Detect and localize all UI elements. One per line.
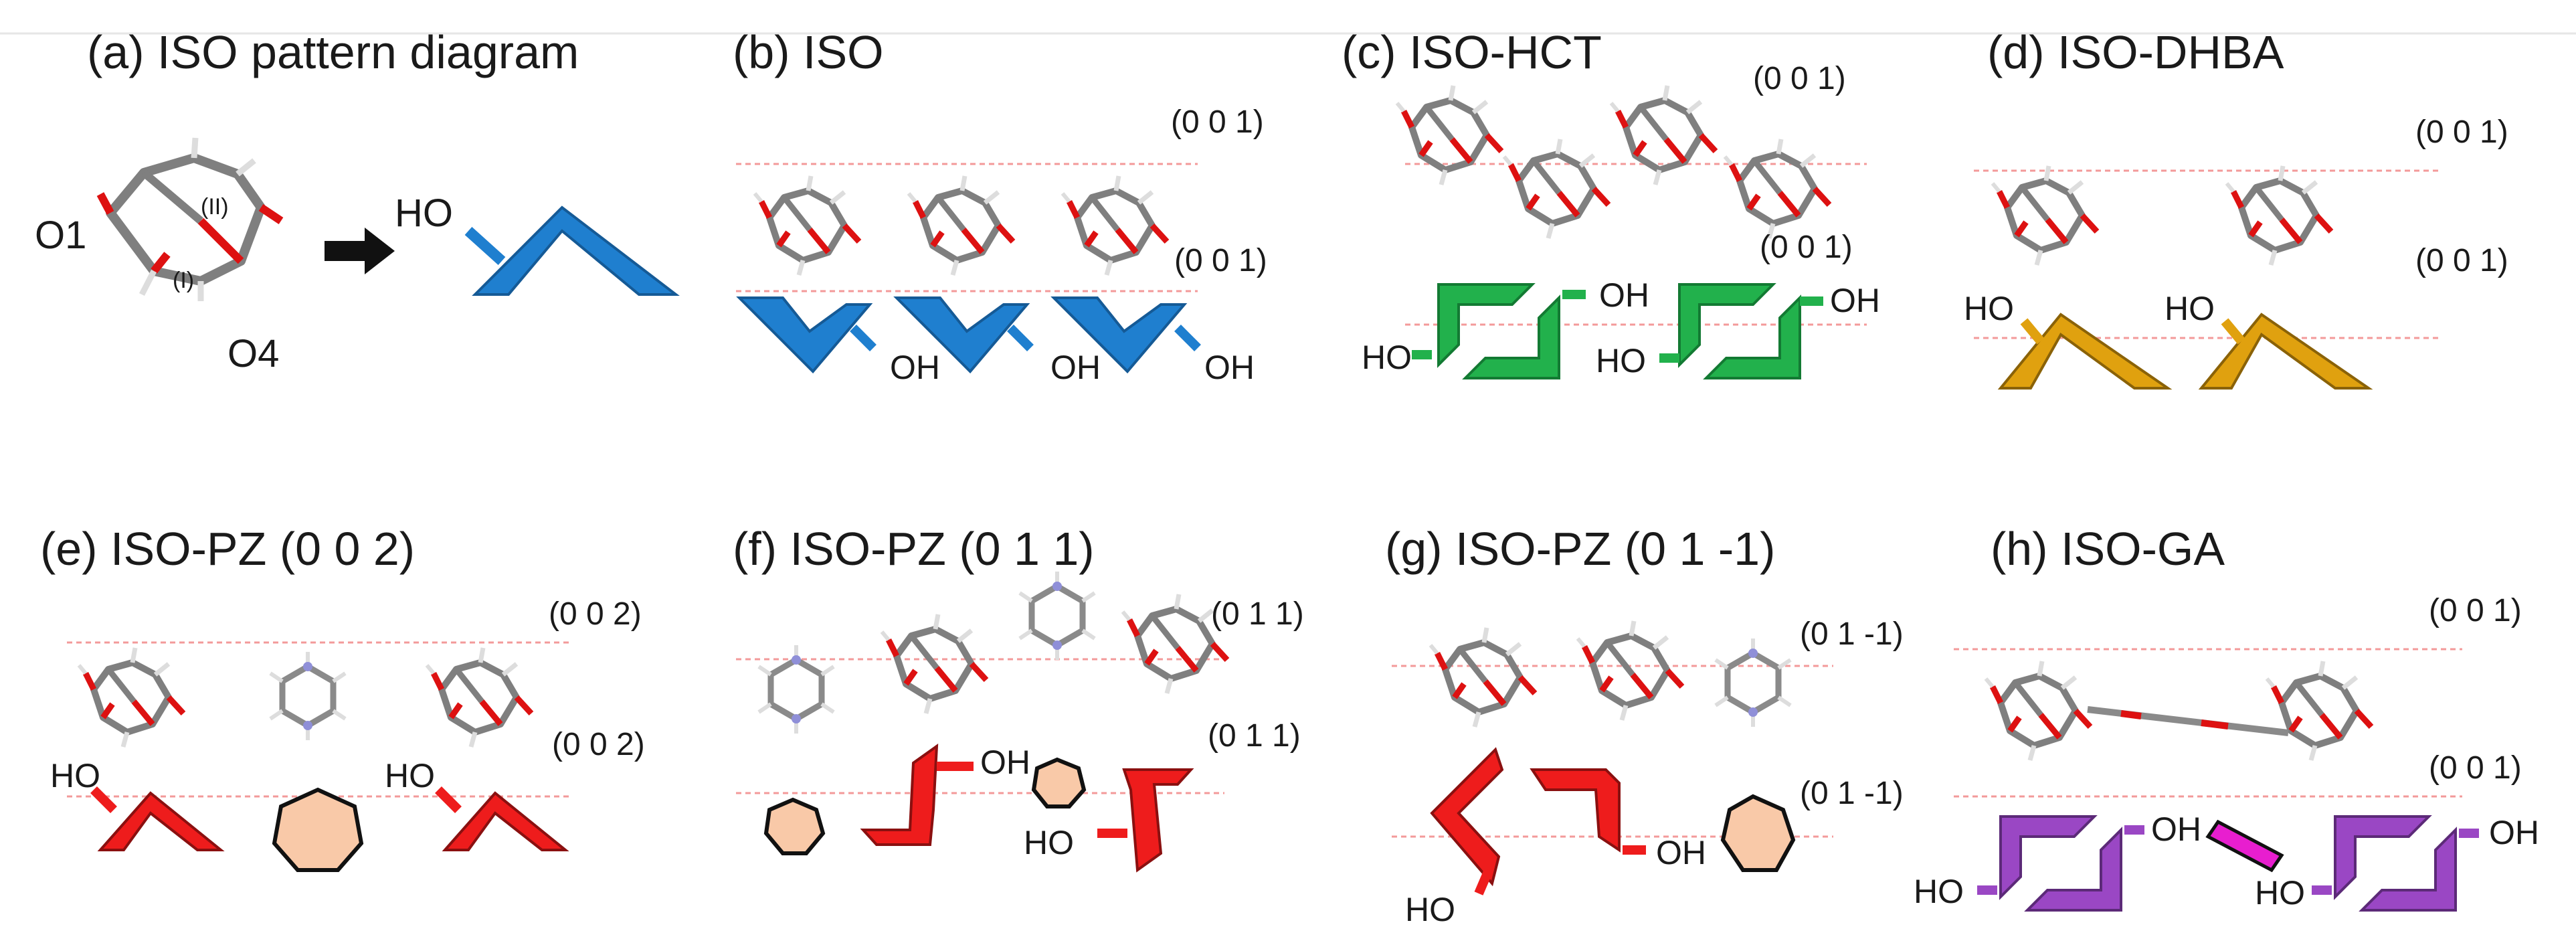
panel-h-ga-chain: [2087, 706, 2289, 736]
panel-g-ho: HO: [1405, 891, 1455, 928]
panel-a-title: (a) ISO pattern diagram: [87, 26, 579, 78]
panel-d-plane-bottom: (0 0 1): [2415, 243, 2508, 278]
panel-e-pz-shapes: [97, 791, 569, 851]
panel-b-molecule-2: [909, 176, 1013, 275]
panel-g-pz-shapes: [1430, 747, 1621, 887]
panel-e-pz-molecule: [270, 652, 345, 740]
panel-f-ho: HO: [1024, 824, 1074, 861]
panel-f-molecule-1: [882, 614, 986, 713]
panel-b-title: (b) ISO: [733, 26, 884, 78]
panel-h-molecule-1: [1986, 661, 2090, 760]
panel-b-molecule-1: [755, 176, 859, 275]
panel-c-hct-frame-1: [1437, 283, 1560, 379]
panel-e-pz-ring: [272, 787, 364, 872]
panel-g-pz-ring: [1720, 794, 1796, 872]
panel-g-plane-top: (0 1 -1): [1800, 616, 1904, 652]
panel-c-title: (c) ISO-HCT: [1342, 26, 1602, 78]
panel-e-ho-2: HO: [385, 757, 435, 794]
panel-g-oh-bonds: [1474, 845, 1646, 895]
panel-d-molecule-2: [2227, 166, 2331, 265]
panel-b-molecule-3: [1063, 176, 1167, 275]
panel-c-oh-2: OH: [1830, 282, 1880, 319]
panel-b-oh-bonds: [850, 325, 1201, 351]
panel-f-title: (f) ISO-PZ (0 1 1): [733, 523, 1095, 575]
panel-h-ga-linker: [2205, 819, 2284, 873]
panel-d-ho-2: HO: [2165, 290, 2215, 327]
panel-a-oh-bond: [464, 227, 506, 265]
panel-e-ho-1: HO: [50, 757, 100, 794]
panel-h-ga-frame-2: [2334, 815, 2457, 912]
panel-e-oh-bonds: [90, 786, 462, 813]
panel-e-molecule-2: [427, 648, 531, 747]
panel-a-molecule: [96, 137, 284, 301]
panel-c-molecule-2: [1504, 139, 1608, 238]
panel-h-ho-2: HO: [2255, 874, 2305, 912]
panel-g-pz-molecule: [1716, 638, 1790, 727]
panel-c-ho-1: HO: [1362, 339, 1412, 376]
panel-c-hct-frame-2: [1678, 283, 1801, 379]
panel-b-oh-2: OH: [1050, 349, 1101, 386]
panel-d-dhba-shapes: [1997, 313, 2373, 390]
panel-d-oh-bonds: [2020, 318, 2245, 345]
panel-b-oh-1: OH: [890, 349, 940, 386]
panel-d-title: (d) ISO-DHBA: [1987, 26, 2284, 78]
panel-b-plane-bottom: (0 0 1): [1174, 243, 1267, 278]
panel-e-molecule-1: [79, 648, 183, 747]
panel-f-pz-shapes: [860, 743, 1194, 873]
panel-c-oh-1: OH: [1599, 276, 1649, 314]
panel-g-title: (g) ISO-PZ (0 1 -1): [1385, 523, 1776, 575]
panel-f-oh-bonds: [937, 762, 1127, 838]
panel-h-ho-1: HO: [1914, 873, 1964, 910]
panel-h-oh-2: OH: [2489, 814, 2539, 851]
panel-d-ho-1: HO: [1964, 290, 2014, 327]
panel-c-plane-top: (0 0 1): [1753, 61, 1846, 96]
panel-h-plane-bottom: (0 0 1): [2429, 750, 2522, 786]
right-arrow-icon: [325, 228, 395, 274]
panel-g-oh: OH: [1656, 834, 1706, 871]
panel-h-title: (h) ISO-GA: [1991, 523, 2225, 575]
panel-b-iso-shapes: [736, 296, 1188, 373]
panel-c-molecule-3: [1611, 86, 1716, 185]
panel-f-pz-ring-1: [763, 797, 826, 855]
panel-f-plane-bottom: (0 1 1): [1208, 718, 1301, 754]
panel-d-plane-top: (0 0 1): [2415, 114, 2508, 150]
panel-f-pz-ring-2: [1031, 757, 1087, 808]
panel-c-molecule-4: [1725, 139, 1829, 238]
panel-f-plane-top: (0 1 1): [1211, 596, 1304, 632]
panel-c-plane-bottom: (0 0 1): [1760, 230, 1853, 265]
panel-f-pz-molecule-2: [1020, 572, 1095, 660]
panel-a-ring-1: (I): [173, 268, 195, 293]
panel-a-atom-o1: O1: [35, 213, 87, 257]
panel-g-molecule-2: [1578, 621, 1682, 720]
panel-b-plane-top: (0 0 1): [1171, 104, 1264, 140]
panel-d-molecule-1: [1993, 166, 2097, 265]
panel-f-oh: OH: [980, 744, 1030, 781]
panel-c-oh-bonds: [1412, 290, 1823, 363]
panel-h-molecule-2: [2267, 661, 2371, 760]
panel-e-plane-top: (0 0 2): [549, 596, 642, 632]
panel-h-plane-top: (0 0 1): [2429, 593, 2522, 628]
panel-c-ho-2: HO: [1596, 342, 1646, 379]
panel-h-ga-frame-1: [1999, 815, 2122, 912]
panel-b-oh-3: OH: [1204, 349, 1255, 386]
panel-e-plane-bottom: (0 0 2): [552, 727, 645, 762]
panel-c-molecule-1: [1397, 86, 1501, 185]
panel-a-iso-shape: [472, 205, 680, 296]
panel-a-ho-label: HO: [395, 191, 453, 235]
panel-e-title: (e) ISO-PZ (0 0 2): [40, 523, 416, 575]
panel-a-ring-2: (II): [201, 194, 229, 220]
panel-h-oh-1: OH: [2151, 810, 2201, 848]
panel-a-atom-o4: O4: [227, 332, 280, 375]
panel-h-oh-bonds: [1977, 825, 2479, 895]
panel-g-plane-bottom: (0 1 -1): [1800, 776, 1904, 811]
panel-g-molecule-1: [1431, 628, 1535, 727]
